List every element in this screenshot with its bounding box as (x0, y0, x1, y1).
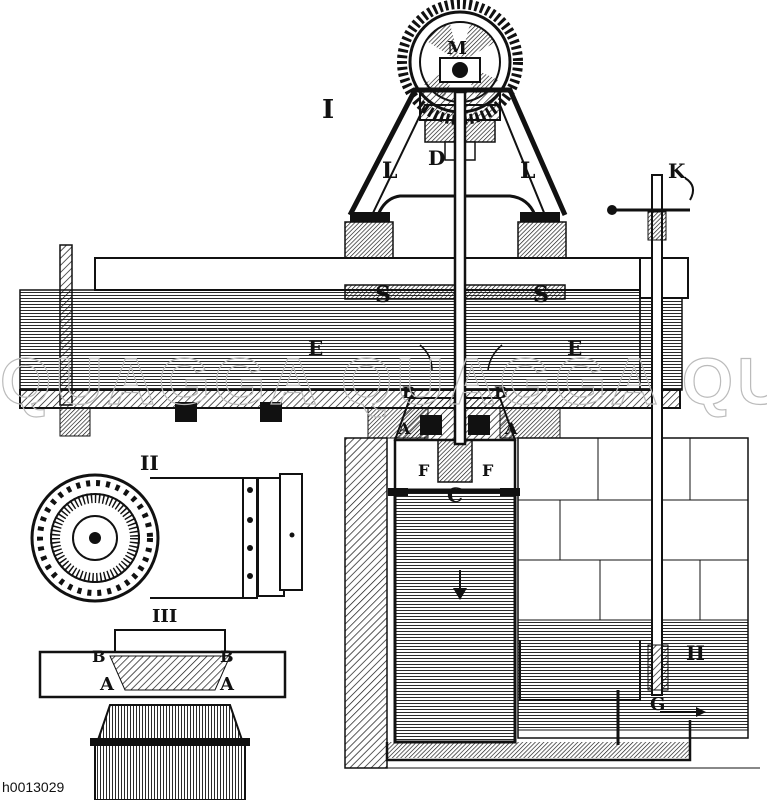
label-L-left: L (382, 158, 397, 184)
label-S-right: S (533, 282, 549, 308)
label-B-right: B (494, 383, 508, 402)
masonry-wall (344, 437, 749, 769)
tailrace (345, 720, 760, 769)
label-M: M (447, 38, 467, 59)
label-K: K (668, 159, 686, 183)
upper-tank (19, 244, 689, 406)
label-E-left: E (308, 336, 323, 360)
runner-side-view (150, 473, 303, 599)
fig-I-numeral: I (322, 95, 334, 125)
fig3-label-B-left: B (92, 647, 106, 666)
runner-wheel (30, 473, 160, 603)
fig-III-numeral: III (152, 606, 177, 627)
label-D: D (428, 146, 445, 170)
label-F-left: F (418, 461, 430, 480)
draft-tube (393, 490, 517, 744)
figure-I: I M D L L K S S E E B B A A F F C H G (19, 0, 760, 769)
outflow-arrow-head (696, 707, 706, 717)
label-C: C (447, 483, 463, 507)
label-S-left: S (375, 282, 391, 308)
stone-block-right (517, 221, 567, 261)
figure-II: II (30, 451, 303, 603)
floor-beam (19, 389, 681, 439)
guide-blades (109, 655, 231, 691)
label-H: H (686, 641, 705, 665)
label-F-right: F (482, 461, 494, 480)
label-A-right: A (504, 419, 518, 438)
watermark: QUAGGA QUAGGA QUAGGA QUA (0, 344, 767, 418)
figure-III: III B B A A (38, 606, 287, 800)
image-id: h0013029 (2, 779, 65, 795)
control-rod (519, 174, 706, 745)
fig3-label-B-right: B (220, 647, 234, 666)
label-A-left: A (397, 419, 411, 438)
fig3-label-A-left: A (99, 674, 115, 695)
lower-casing (96, 704, 244, 741)
fig3-label-A-right: A (219, 674, 235, 695)
inflow-arrow-left (419, 344, 433, 371)
inflow-arrow-right (487, 344, 503, 371)
stone-block-left (344, 221, 394, 261)
main-shaft (453, 90, 467, 446)
label-L-right: L (520, 158, 535, 184)
label-B-left: B (402, 383, 416, 402)
fig-II-numeral: II (140, 451, 159, 475)
upper-ring (114, 629, 226, 653)
flow-arrow-head (453, 588, 467, 600)
label-E-right: E (567, 336, 582, 360)
label-G: G (650, 694, 665, 715)
